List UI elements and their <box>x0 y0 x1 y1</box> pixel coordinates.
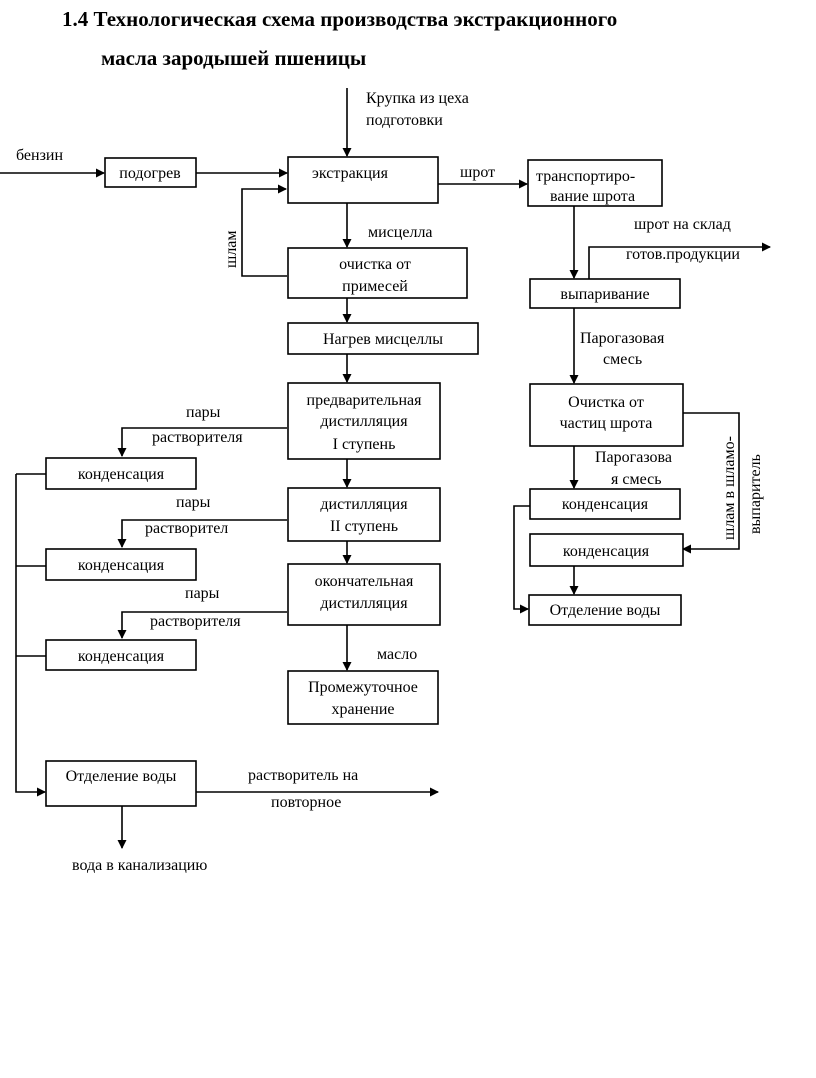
node-final-distillation: окончательная дистилляция <box>287 563 441 626</box>
node-meal-transport-line-2: вание шрота <box>550 188 635 205</box>
label-sludge-to-evaporator-line-1: шлам в шламо- <box>721 436 738 540</box>
node-meal-transport: транспортиро- вание шрота <box>527 159 663 207</box>
label-vapour-gas-mixture-1-line-2: смесь <box>603 351 642 368</box>
label-vapour-gas-mixture-2-line-2: я смесь <box>611 471 661 488</box>
label-grits-line-1: Крупка из цеха <box>366 90 469 107</box>
node-water-separation-left: Отделение воды <box>45 760 197 807</box>
label-vapour-gas-mixture-1-line-1: Парогазовая <box>580 330 665 347</box>
node-intermediate-storage: Промежуточное хранение <box>287 670 439 725</box>
node-condensation-left-3-label: конденсация <box>78 648 165 665</box>
label-solvent-vapours-3-line-1: пары <box>185 585 220 602</box>
node-intermediate-storage-line-1: Промежуточное <box>308 679 418 696</box>
node-evaporation-label: выпаривание <box>560 286 649 303</box>
node-heating: подогрев <box>104 157 197 188</box>
arrow-sludge-to-evaporator-loop <box>682 412 740 554</box>
page-title-line-2: масла зародышей пшеницы <box>101 46 367 70</box>
node-water-separation-left-label: Отделение воды <box>66 768 177 785</box>
arrow-collector-to-water-separation <box>15 474 46 797</box>
node-extraction: экстракция <box>287 156 439 204</box>
label-meal: шрот <box>460 164 495 181</box>
label-grits-line-2: подготовки <box>366 112 443 129</box>
label-solvent-return-line-2: повторное <box>271 794 341 811</box>
label-solvent-vapours-1-line-1: пары <box>186 404 221 421</box>
arrow-sludge-return <box>241 184 287 277</box>
label-meal-to-warehouse-line-1: шрот на склад <box>634 216 731 233</box>
node-particle-cleaning-line-2: частиц шрота <box>560 415 653 432</box>
node-predistillation-line-3: I ступень <box>333 436 396 453</box>
node-distillation-2: дистилляция II ступень <box>287 487 441 542</box>
arrow-meal-to-warehouse <box>588 242 771 279</box>
node-condensation-right-2: конденсация <box>529 533 684 567</box>
node-heating-label: подогрев <box>119 165 181 182</box>
node-impurity-cleaning: очистка от примесей <box>287 247 468 299</box>
node-condensation-left-2: конденсация <box>45 548 197 581</box>
node-predistillation: предварительная дистилляция I ступень <box>287 382 441 460</box>
label-meal-to-warehouse-line-2: готов.продукции <box>626 246 740 263</box>
connectors <box>0 88 771 849</box>
label-water-to-sewer: вода в канализацию <box>72 857 207 874</box>
label-solvent-vapours-1-line-2: растворителя <box>152 429 243 446</box>
node-particle-cleaning-line-1: Очистка от <box>568 394 644 411</box>
node-meal-transport-line-1: транспортиро- <box>536 168 635 185</box>
page-title-line-1: 1.4 Технологическая схема производства э… <box>62 7 618 31</box>
node-distillation-2-line-1: дистилляция <box>320 496 408 513</box>
node-condensation-left-1-label: конденсация <box>78 466 165 483</box>
node-water-separation-right-label: Отделение воды <box>550 602 661 619</box>
node-miscella-heating: Нагрев мисцеллы <box>287 322 479 355</box>
node-condensation-right-1-label: конденсация <box>562 496 649 513</box>
node-particle-cleaning: Очистка от частиц шрота <box>529 383 684 447</box>
node-predistillation-line-2: дистилляция <box>320 413 408 430</box>
node-condensation-right-2-label: конденсация <box>563 543 650 560</box>
node-final-distillation-line-1: окончательная <box>315 573 414 590</box>
node-predistillation-line-1: предварительная <box>307 392 423 409</box>
node-water-separation-right: Отделение воды <box>528 594 682 626</box>
label-oil: масло <box>377 646 417 663</box>
node-distillation-2-line-2: II ступень <box>330 518 398 535</box>
node-condensation-left-3: конденсация <box>45 639 197 671</box>
node-final-distillation-line-2: дистилляция <box>320 595 408 612</box>
node-condensation-left-2-label: конденсация <box>78 557 165 574</box>
node-condensation-left-1: конденсация <box>45 457 197 490</box>
node-extraction-label: экстракция <box>312 165 389 182</box>
arrow-vapours-3 <box>117 611 287 639</box>
label-solvent-vapours-2-line-1: пары <box>176 494 211 511</box>
arrow-vapours-1 <box>117 427 287 457</box>
arrow-condensation-to-water-separation <box>513 505 530 614</box>
node-intermediate-storage-line-2: хранение <box>332 701 395 718</box>
label-sludge: шлам <box>223 230 240 268</box>
node-condensation-right-1: конденсация <box>529 488 681 520</box>
node-miscella-heating-label: Нагрев мисцеллы <box>323 331 443 348</box>
node-impurity-cleaning-line-1: очистка от <box>339 256 411 273</box>
label-sludge-to-evaporator-line-2: выпаритель <box>747 454 764 534</box>
label-solvent-vapours-2-line-2: растворител <box>145 520 228 537</box>
arrow-vapours-2 <box>117 519 287 548</box>
label-gasoline: бензин <box>16 147 63 164</box>
node-evaporation: выпаривание <box>529 278 681 309</box>
label-miscella: мисцелла <box>368 224 433 241</box>
label-solvent-vapours-3-line-2: растворителя <box>150 613 241 630</box>
node-impurity-cleaning-line-2: примесей <box>342 278 408 295</box>
label-solvent-return-line-1: растворитель на <box>248 767 358 784</box>
label-vapour-gas-mixture-2-line-1: Парогазова <box>595 449 672 466</box>
